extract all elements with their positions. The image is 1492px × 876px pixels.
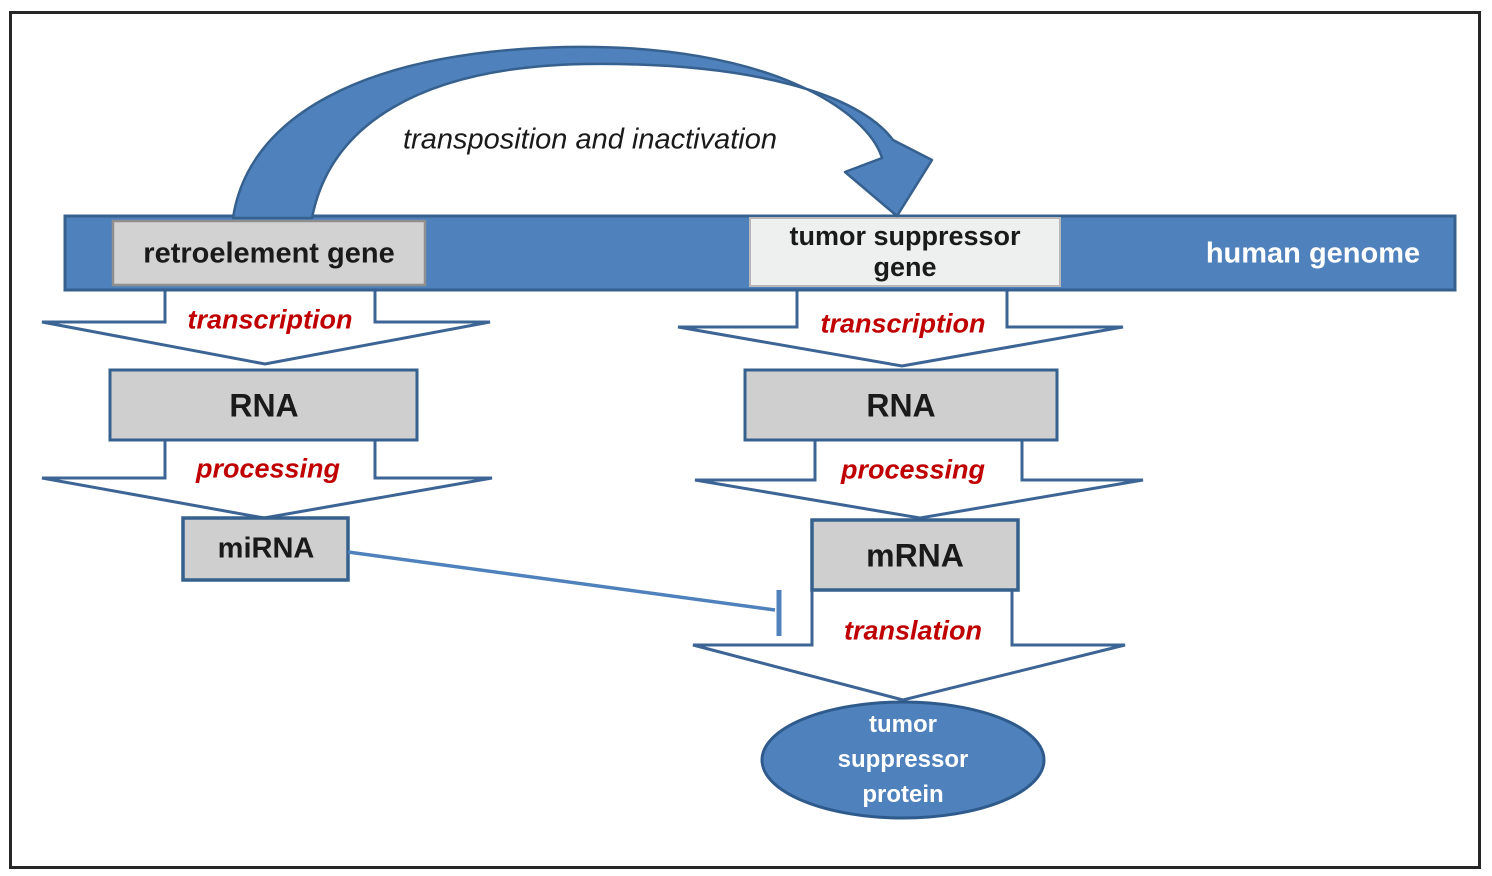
processing-label-right: processing	[840, 454, 986, 485]
rna-box-left	[108, 368, 419, 442]
tumor-suppressor-protein-label: tumor suppressor protein	[838, 708, 969, 812]
tumor-suppressor-gene-box	[749, 217, 1061, 287]
rna-label-left: RNA	[229, 387, 299, 424]
translation-arrow	[692, 580, 1126, 702]
protein-label-line3: protein	[862, 780, 944, 808]
retroelement-gene-label: retroelement gene	[143, 237, 395, 270]
retroelement-gene-box	[111, 219, 427, 287]
tumor-suppressor-gene-line2: gene	[873, 252, 937, 282]
transposition-arc-arrow	[231, 45, 934, 220]
mrna-label: mRNA	[866, 537, 964, 574]
protein-label-line2: suppressor	[837, 745, 969, 773]
mirna-label: miRNA	[217, 532, 315, 565]
transcription-label-right: transcription	[820, 308, 986, 339]
mirna-box	[181, 516, 350, 582]
tumor-suppressor-protein-ellipse	[760, 700, 1046, 820]
inhibition-line	[347, 550, 776, 612]
protein-label-line1: tumor	[869, 710, 937, 738]
rna-label-right: RNA	[866, 387, 936, 424]
translation-label: translation	[843, 615, 983, 646]
human-genome-label: human genome	[1205, 237, 1421, 270]
processing-label-left: processing	[195, 453, 341, 484]
transcription-label-left: transcription	[187, 304, 353, 335]
transposition-label: transposition and inactivation	[402, 123, 778, 156]
tumor-suppressor-gene-label: tumor suppressor gene	[789, 221, 1020, 283]
rna-box-right	[743, 368, 1059, 442]
tumor-suppressor-gene-line1: tumor suppressor	[789, 220, 1021, 251]
mrna-box	[810, 518, 1020, 592]
